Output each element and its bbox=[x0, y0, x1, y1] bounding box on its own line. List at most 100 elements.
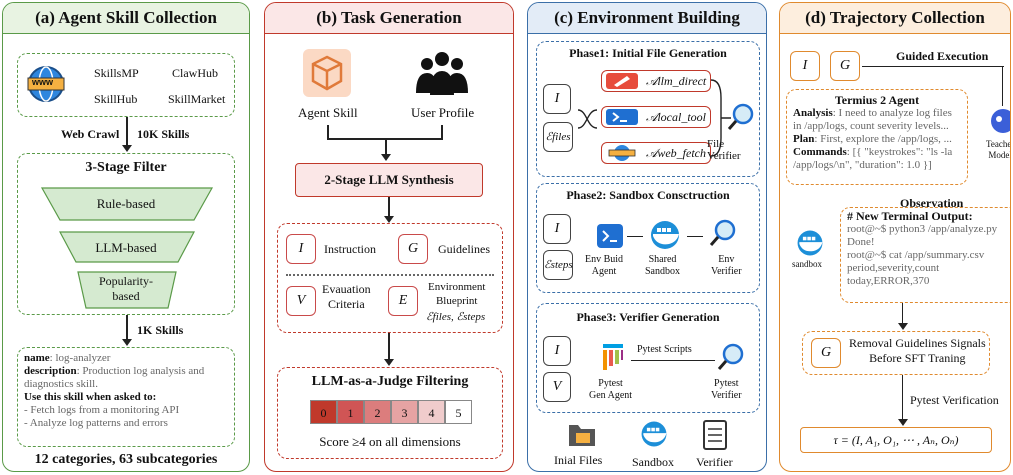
env-verifier-icon bbox=[709, 219, 736, 246]
phase1-instruction-symbol: I bbox=[543, 84, 571, 114]
terminal-icon bbox=[606, 109, 638, 125]
env-build-agent-label: Env Buid Agent bbox=[585, 254, 624, 277]
output-initial-files: Inial Files bbox=[554, 453, 603, 467]
arrow-crawl-head bbox=[122, 145, 132, 152]
fields-to-judge-head bbox=[384, 359, 394, 366]
skills-1k-label: 1K Skills bbox=[137, 323, 184, 337]
initial-files-icon bbox=[569, 425, 595, 446]
three-stage-filter-box: 3-Stage Filter Rule-based LLM-based Popu… bbox=[17, 153, 235, 315]
output-verifier: Verifier bbox=[696, 455, 733, 469]
user-profile-label: User Profile bbox=[411, 105, 475, 120]
guidelines-symbol: G bbox=[398, 234, 428, 264]
verifier-checklist-icon bbox=[703, 420, 727, 450]
web-crawl-label: Web Crawl bbox=[61, 127, 120, 141]
profile-to-synth-line bbox=[441, 125, 443, 139]
panel-b-title: (b) Task Generation bbox=[265, 3, 513, 34]
agent-skill-label: Agent Skill bbox=[298, 105, 358, 120]
pytest-verifier-label: Pytest Verifier bbox=[711, 378, 742, 401]
skills-10k-label: 10K Skills bbox=[137, 127, 190, 141]
score-5: 5 bbox=[445, 400, 472, 424]
pytest-verification-label: Pytest Verification bbox=[910, 393, 999, 407]
panel-agent-skill-collection: (a) Agent Skill Collection www SkillsMP … bbox=[2, 2, 250, 472]
plan-val: : First, explore the /app/logs, ... bbox=[814, 133, 952, 145]
phase3-criteria-symbol: V bbox=[543, 372, 571, 402]
arrow-pytest-scripts bbox=[631, 360, 715, 362]
skill-desc-key: description bbox=[24, 365, 77, 377]
removal-box: G Removal Guidelines Signals Before SFT … bbox=[802, 331, 990, 375]
skill-desc-val: : Production log analysis and diagnostic… bbox=[24, 365, 205, 390]
pytest-scripts-label: Pytest Scripts bbox=[637, 344, 692, 355]
merge-down bbox=[385, 138, 387, 156]
arrow-filter-head bbox=[122, 339, 132, 346]
web-globe-icon bbox=[27, 66, 65, 102]
instruction-symbol: I bbox=[286, 234, 316, 264]
observation-label: Observation bbox=[900, 196, 964, 210]
web-icon-text: www bbox=[32, 77, 54, 87]
env-blueprint-label: Environment Blueprint bbox=[428, 281, 486, 307]
guided-execution-label: Guided Execution bbox=[896, 49, 989, 63]
synth-to-fields-head bbox=[384, 216, 394, 223]
panel-d-title: (d) Trajectory Collection bbox=[780, 3, 1010, 34]
traj-instruction-symbol: I bbox=[790, 51, 820, 81]
task-fields-box: I Instruction G Guidelines V Evauation C… bbox=[277, 223, 503, 333]
shared-sandbox-label: Shared Sandbox bbox=[645, 254, 680, 277]
agent-output-box: Termius 2 Agent Analysis: I need to anal… bbox=[786, 89, 968, 185]
filter-rule-based: Rule-based bbox=[96, 196, 156, 211]
phase2-instruction-symbol: I bbox=[543, 214, 571, 244]
fields-to-judge-line bbox=[388, 333, 390, 363]
criteria-label: Evauation Criteria bbox=[322, 282, 371, 311]
fields-divider bbox=[286, 274, 494, 276]
instruction-label: Instruction bbox=[324, 242, 376, 256]
trajectory-formula: τ = (I, A₁, O₁, ⋯ , Aₙ, Oₙ) bbox=[800, 427, 992, 453]
phase1-title: Phase1: Initial File Generation bbox=[569, 46, 727, 60]
env-verifier-label: Env Verifier bbox=[711, 254, 742, 277]
skill-use-heading: Use this skill when asked to: bbox=[24, 391, 157, 403]
arrow-sandbox-to-verifier bbox=[687, 236, 703, 238]
obs-line-2: Done! bbox=[847, 236, 875, 248]
teacher-model-label: Teacher Model bbox=[986, 139, 1011, 160]
sandbox-label: sandbox bbox=[792, 259, 822, 269]
panel-a-title: (a) Agent Skill Collection bbox=[3, 3, 249, 34]
score-4: 4 bbox=[418, 400, 445, 424]
shared-sandbox-icon bbox=[651, 221, 679, 249]
removal-to-tau-head bbox=[898, 419, 908, 426]
tool-web-fetch: 𝒜web_fetch bbox=[601, 142, 711, 164]
source-skillsmp: SkillsMP bbox=[94, 66, 139, 80]
obs-to-removal-line bbox=[902, 303, 904, 327]
arrow-crawl bbox=[126, 117, 128, 149]
file-verifier-label: File Verifier bbox=[707, 138, 741, 162]
phase2-title: Phase2: Sandbox Consctruction bbox=[566, 188, 730, 202]
arrow-build-to-sandbox bbox=[627, 236, 643, 238]
analysis-key: Analysis bbox=[793, 107, 833, 119]
teacher-model-icon bbox=[991, 109, 1010, 133]
skill-name-key: name bbox=[24, 352, 50, 364]
panel-task-generation: (b) Task Generation Agent Skill User Pro… bbox=[264, 2, 514, 472]
obs-line-4: period,severity,count bbox=[847, 262, 940, 274]
filter-llm-based: LLM-based bbox=[95, 240, 157, 255]
categories-footer: 12 categories, 63 subcategories bbox=[34, 452, 218, 467]
score-1: 1 bbox=[337, 400, 364, 424]
users-icon bbox=[416, 52, 468, 95]
score-3: 3 bbox=[391, 400, 418, 424]
synthesis-box: 2-Stage LLM Synthesis bbox=[295, 163, 483, 197]
source-clawhub: ClawHub bbox=[172, 66, 218, 80]
file-verifier-icon bbox=[727, 103, 754, 130]
merge-down-head bbox=[381, 154, 391, 161]
guidelines-label: Guidelines bbox=[438, 242, 490, 256]
source-skillhub: SkillHub bbox=[94, 92, 138, 106]
panel-trajectory-collection: (d) Trajectory Collection I G Guided Exe… bbox=[779, 2, 1011, 472]
pytest-icon bbox=[603, 344, 623, 370]
analysis-val: : I need to analyze log files in /app/lo… bbox=[793, 107, 952, 132]
package-icon bbox=[303, 49, 351, 97]
phase3-instruction-symbol: I bbox=[543, 336, 571, 366]
env-blueprint-symbol: E bbox=[388, 286, 418, 316]
phase2-esteps-symbol: ℰsteps bbox=[543, 250, 573, 280]
phase3-title: Phase3: Verifier Generation bbox=[576, 310, 720, 324]
env-build-agent-icon bbox=[597, 224, 623, 248]
output-sandbox: Sandbox bbox=[632, 455, 674, 469]
guided-down bbox=[1002, 66, 1004, 106]
agent-title: Termius 2 Agent bbox=[834, 93, 920, 107]
obs-line-1: root@~$ python3 /app/analyze.py bbox=[847, 223, 998, 235]
env-blueprint-sub: ℰfiles, ℰsteps bbox=[426, 311, 486, 323]
